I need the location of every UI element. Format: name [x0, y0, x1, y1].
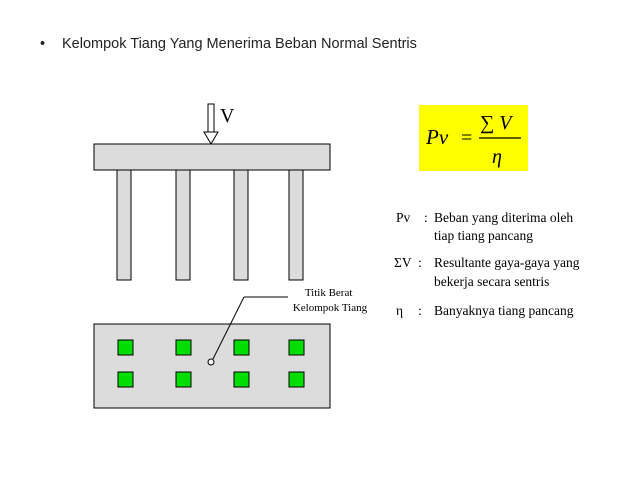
centroid-label: Titik Berat Kelompok Tiang [293, 287, 368, 314]
pile-1 [116, 169, 132, 281]
plan-pile [233, 339, 250, 356]
formula-equals: = [461, 127, 472, 149]
def-symbol-eta: η [396, 303, 403, 318]
load-arrow [203, 103, 219, 145]
def-text-pv-1: Beban yang diterima oleh [434, 210, 573, 225]
pile-2 [175, 169, 191, 281]
def-text-eta-1: Banyaknya tiang pancang [434, 303, 574, 318]
centroid-label-line-1: Titik Berat [305, 287, 353, 299]
formula-denominator: η [492, 146, 502, 168]
definitions-list: Pv : Beban yang diterima oleh tiap tiang… [394, 210, 580, 318]
def-colon-sigma-v: : [418, 255, 422, 270]
centroid-label-line-2: Kelompok Tiang [293, 302, 368, 314]
load-label: V [220, 105, 235, 127]
plan-view-cap [93, 323, 331, 409]
plan-pile [233, 371, 250, 388]
pile-3 [233, 169, 249, 281]
plan-pile [288, 371, 305, 388]
title-text: Kelompok Tiang Yang Menerima Beban Norma… [62, 36, 417, 52]
def-text-sigma-v-1: Resultante gaya-gaya yang [434, 255, 580, 270]
def-colon-eta: : [418, 303, 422, 318]
slide-title: • Kelompok Tiang Yang Menerima Beban Norm… [40, 36, 417, 52]
plan-pile [175, 371, 192, 388]
plan-view-piles [117, 339, 305, 388]
leader-line-1 [212, 296, 245, 360]
plan-pile [175, 339, 192, 356]
plan-pile [117, 371, 134, 388]
pile-cap [93, 143, 331, 171]
def-symbol-pv: Pv [396, 210, 411, 225]
pile-4 [288, 169, 304, 281]
def-text-sigma-v-2: bekerja secara sentris [434, 274, 549, 289]
bullet-icon: • [40, 36, 46, 52]
def-symbol-sigma-v: ΣV [394, 255, 412, 270]
centroid-marker [207, 358, 215, 366]
plan-pile [288, 339, 305, 356]
def-text-pv-2: tiap tiang pancang [434, 228, 533, 243]
formula-lhs: Pv [425, 125, 449, 149]
formula-numerator: ∑ V [480, 112, 514, 134]
def-colon-pv: : [424, 210, 428, 225]
plan-pile [117, 339, 134, 356]
